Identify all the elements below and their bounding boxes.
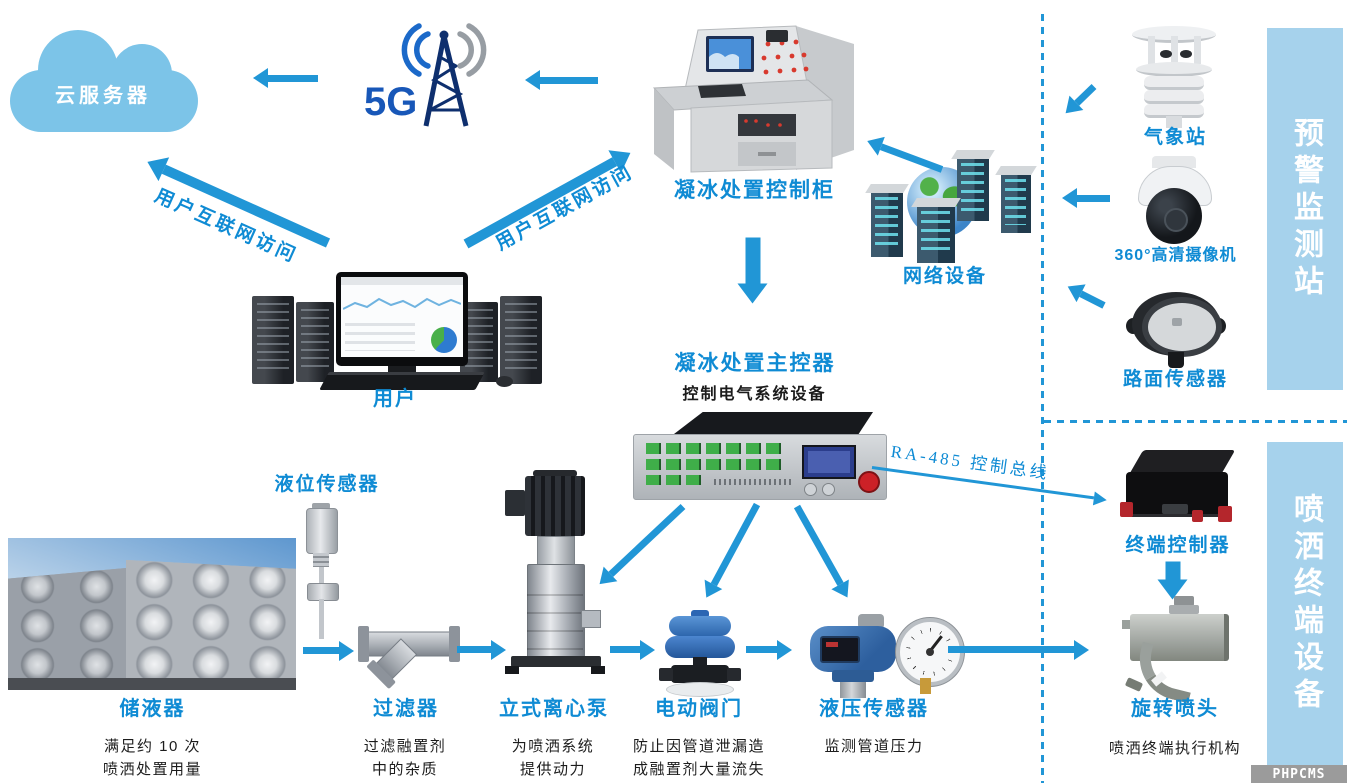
controller-display bbox=[802, 445, 856, 479]
terminal-controller-label: 终端控制器 bbox=[1125, 535, 1231, 556]
arrow-filter-to-pump bbox=[457, 646, 491, 653]
weather-station-icon bbox=[1118, 26, 1230, 128]
vertical-dashed-divider bbox=[1041, 14, 1044, 783]
valve-desc: 防止因管道泄漏造 成融置剂大量流失 bbox=[632, 738, 765, 778]
server-rack-icon bbox=[252, 296, 294, 384]
spray-head-label: 旋转喷头 bbox=[1131, 698, 1219, 720]
cloud-server-icon bbox=[10, 30, 198, 132]
pressure-sensor-icon bbox=[806, 614, 964, 698]
control-cabinet-label: 凝冰处置控制柜 bbox=[674, 179, 835, 202]
arrow-terminal-controller-to-spray-head bbox=[1165, 561, 1181, 580]
level-sensor-icon bbox=[300, 503, 344, 643]
server-rack-icon bbox=[296, 302, 334, 382]
arrow-valve-to-pressure-sensor bbox=[746, 646, 777, 653]
cloud-server-label: 云服务器 bbox=[55, 85, 151, 107]
tank-label: 储液器 bbox=[119, 698, 186, 720]
user-workstation-icon bbox=[252, 268, 542, 390]
transmitter-body bbox=[810, 626, 896, 672]
level-sensor-label: 液位传感器 bbox=[274, 474, 380, 495]
camera-360-icon bbox=[1128, 156, 1220, 246]
tank-desc: 满足约 10 次 喷洒处置用量 bbox=[102, 738, 202, 778]
arrow-road-sensor-out bbox=[1079, 290, 1106, 309]
filter-icon bbox=[358, 626, 460, 689]
pump-label: 立式离心泵 bbox=[499, 698, 609, 720]
pump-desc: 为喷洒系统 提供动力 bbox=[511, 738, 595, 778]
server-tower-icon bbox=[1001, 173, 1031, 233]
panel-warning-monitoring-station: 预警监测站 bbox=[1267, 28, 1343, 390]
arrow-controller-to-valve bbox=[710, 502, 761, 587]
panel-spray-terminal-equipment: 喷洒终端设备 bbox=[1267, 442, 1343, 765]
arrow-5g-to-cloud bbox=[268, 75, 318, 82]
filter-label: 过滤器 bbox=[373, 698, 439, 720]
server-rack-icon bbox=[500, 296, 542, 384]
controller-top-face bbox=[671, 412, 873, 436]
weather-station-label: 气象站 bbox=[1143, 127, 1207, 148]
valve-label: 电动阀门 bbox=[655, 698, 743, 720]
arrow-pressure-sensor-to-spray-head bbox=[948, 646, 1074, 653]
server-tower-icon bbox=[917, 205, 955, 263]
panel-spray-terminal-equipment-label: 喷洒终端设备 bbox=[1289, 492, 1322, 715]
spray-head-desc: 喷洒终端执行机构 bbox=[1108, 740, 1241, 757]
panel-warning-monitoring-station-label: 预警监测站 bbox=[1289, 116, 1322, 302]
arrow-controller-to-pump bbox=[608, 503, 686, 577]
rs485-bus-label: RA-485 控制总线 bbox=[889, 441, 1051, 484]
main-controller-subtitle: 控制电气系统设备 bbox=[682, 386, 827, 403]
camera-dome bbox=[1146, 188, 1202, 244]
liquid-tank-icon bbox=[8, 538, 296, 690]
arrow-cabinet-to-main-controller bbox=[745, 237, 761, 284]
camera-360-label: 360°高清摄像机 bbox=[1114, 247, 1237, 264]
5g-label: 5G bbox=[364, 80, 418, 124]
internet-access-label-right: 用户互联网访问 bbox=[492, 161, 638, 255]
5g-antenna-icon bbox=[401, 23, 487, 127]
monitor-icon bbox=[336, 272, 468, 366]
controller-front-panel bbox=[633, 434, 887, 500]
controller-emergency-knob bbox=[858, 471, 880, 493]
arrow-weather-station-out bbox=[1074, 83, 1097, 106]
horizontal-dashed-divider bbox=[1044, 420, 1347, 423]
filter-desc: 过滤融置剂 中的杂质 bbox=[363, 738, 447, 778]
pie-chart-icon bbox=[431, 327, 457, 353]
server-tower-icon bbox=[957, 157, 989, 221]
mouse-icon bbox=[496, 376, 513, 387]
pump-icon bbox=[503, 470, 608, 696]
server-tower-icon bbox=[871, 191, 903, 257]
terminal-controller-icon bbox=[1120, 446, 1236, 530]
tank-face-right bbox=[126, 560, 296, 686]
arrow-pump-to-valve bbox=[610, 646, 640, 653]
arrow-camera-out bbox=[1077, 195, 1110, 202]
arrow-cabinet-to-5g bbox=[540, 77, 598, 84]
pressure-sensor-desc: 监测管道压力 bbox=[824, 738, 924, 755]
tank-face-left bbox=[8, 568, 126, 686]
arrow-tank-to-filter bbox=[303, 647, 339, 654]
road-sensor-label: 路面传感器 bbox=[1122, 369, 1228, 390]
valve-icon bbox=[655, 610, 743, 697]
road-sensor-icon bbox=[1126, 280, 1226, 372]
main-controller-icon bbox=[633, 410, 887, 506]
user-label: 用户 bbox=[373, 388, 417, 410]
phpcms-watermark: PHPCMS bbox=[1251, 765, 1347, 783]
main-controller-title: 凝冰处置主控器 bbox=[674, 352, 836, 375]
pressure-gauge-icon bbox=[896, 618, 964, 686]
control-cabinet-icon bbox=[652, 25, 854, 173]
network-devices-label: 网络设备 bbox=[902, 266, 987, 287]
spray-head-icon bbox=[1122, 596, 1232, 704]
arrow-controller-to-pressure-sensor bbox=[793, 504, 844, 586]
pressure-sensor-label: 液压传感器 bbox=[819, 698, 929, 720]
network-devices-icon bbox=[855, 145, 1040, 265]
